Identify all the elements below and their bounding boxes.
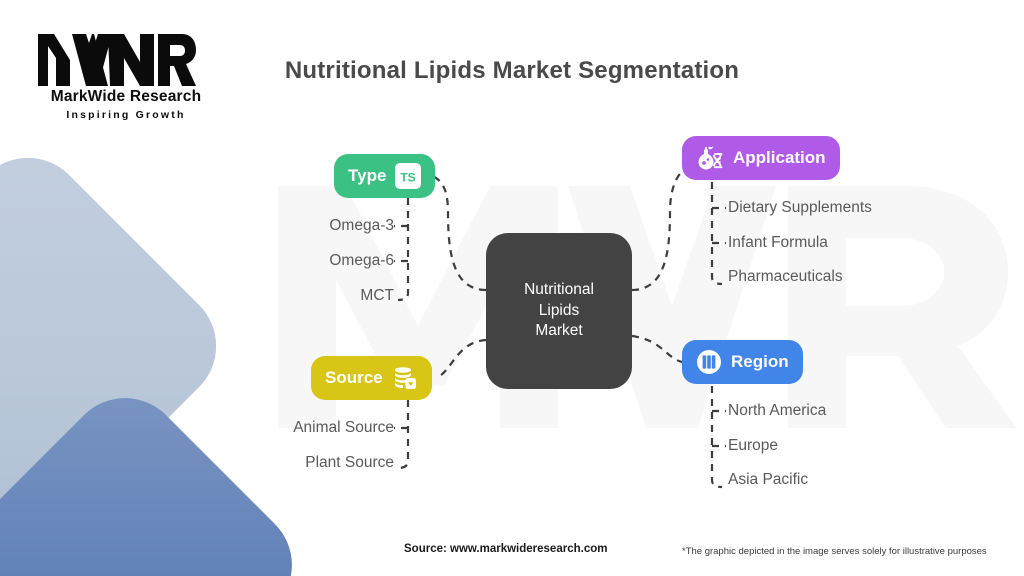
footer-source-link[interactable]: Source: www.markwideresearch.com <box>404 543 608 555</box>
brand-logo: MarkWide Research Inspiring Growth <box>36 30 216 121</box>
leaf-region-north-america[interactable]: North America <box>728 402 827 419</box>
center-node-line-2: Lipids <box>538 301 580 319</box>
branch-badge-region[interactable]: Region <box>682 340 803 384</box>
branch-badge-application[interactable]: Application <box>682 136 840 180</box>
branch-label-type: Type <box>348 166 387 185</box>
brand-tagline: Inspiring Growth <box>66 109 186 121</box>
ts-tag-icon: TS <box>395 163 422 189</box>
leaf-source-animal[interactable]: Animal Source <box>293 419 394 436</box>
center-node[interactable]: Nutritional Lipids Market <box>486 233 632 389</box>
leaf-type-omega-6[interactable]: Omega-6 <box>329 252 394 269</box>
link-region-trunk <box>710 386 723 489</box>
leaf-application-dietary-supplements[interactable]: Dietary Supplements <box>728 199 872 216</box>
branch-label-application: Application <box>733 148 826 167</box>
branch-badge-type[interactable]: Type TS <box>334 154 436 198</box>
leaf-type-mct[interactable]: MCT <box>360 287 394 304</box>
link-application-trunk <box>710 182 723 286</box>
link-source-trunk <box>397 400 410 470</box>
link-center-application <box>631 161 695 292</box>
leaf-application-infant-formula[interactable]: Infant Formula <box>728 234 828 251</box>
link-type-trunk <box>397 198 410 302</box>
branch-label-source: Source <box>325 368 383 387</box>
footer-disclaimer: *The graphic depicted in the image serve… <box>682 546 987 557</box>
link-center-type <box>423 172 487 292</box>
leaf-region-asia-pacific[interactable]: Asia Pacific <box>728 471 809 488</box>
map-book-icon <box>696 349 722 375</box>
center-node-line-3: Market <box>535 322 583 340</box>
leaf-application-pharmaceuticals[interactable]: Pharmaceuticals <box>728 268 843 285</box>
flask-dna-icon <box>696 144 724 172</box>
center-node-line-1: Nutritional <box>524 281 594 299</box>
branch-label-region: Region <box>731 352 789 371</box>
leaf-type-omega-3[interactable]: Omega-3 <box>329 217 394 234</box>
leaf-region-europe[interactable]: Europe <box>728 437 778 454</box>
leaf-source-plant[interactable]: Plant Source <box>305 454 394 471</box>
branch-badge-source[interactable]: Source <box>311 356 432 400</box>
brand-name: MarkWide Research <box>50 88 202 105</box>
mwr-logo-icon <box>38 34 196 86</box>
link-center-region <box>631 334 683 364</box>
page-title: Nutritional Lipids Market Segmentation <box>284 57 740 84</box>
svg-text:TS: TS <box>401 171 416 185</box>
center-node-label: Nutritional Lipids Market <box>524 280 594 342</box>
database-stack-icon <box>392 365 418 391</box>
link-center-source <box>435 338 487 380</box>
